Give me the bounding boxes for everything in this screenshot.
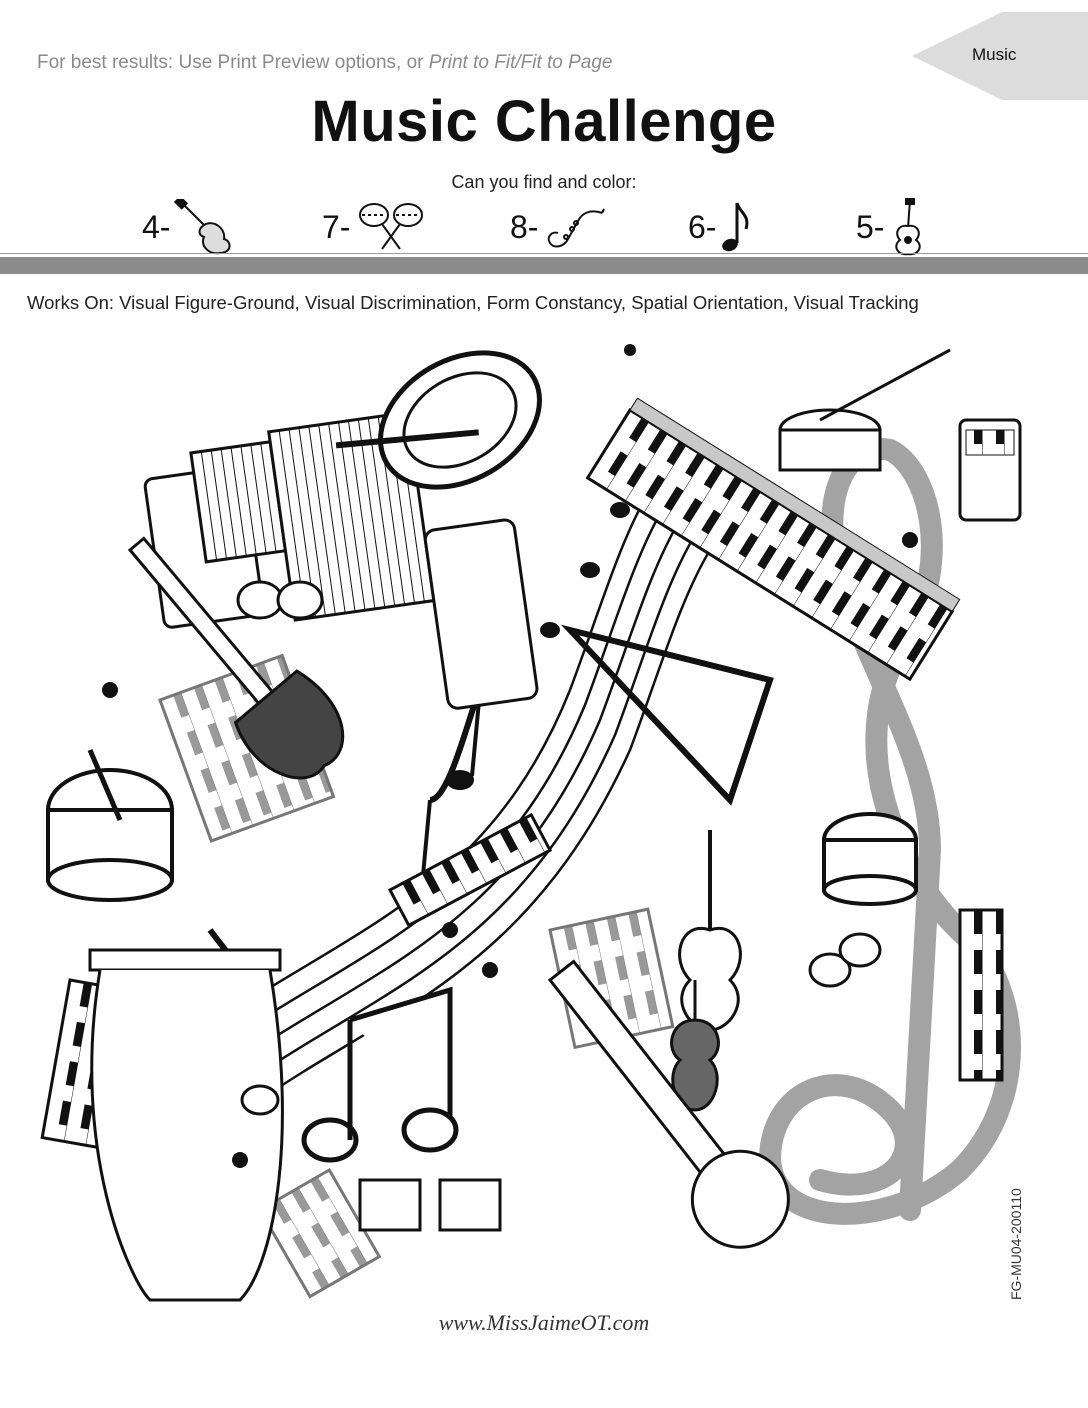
find-count: 5- — [856, 208, 885, 245]
eighth-note-icon — [722, 202, 749, 252]
print-note-text: For best results: Use Print Preview opti… — [37, 52, 429, 73]
banjo — [547, 959, 790, 1249]
saxophone-icon — [548, 208, 606, 248]
find-item-eighth-note: 6- — [688, 200, 752, 254]
find-count: 4- — [142, 208, 171, 245]
bass-drum — [335, 350, 542, 490]
find-item-maracas: 7- — [322, 200, 430, 254]
triangle-instrument — [560, 624, 774, 806]
keyboard-large — [585, 397, 961, 682]
keyboard-small — [387, 812, 553, 928]
keyboard-gray-c — [257, 1167, 382, 1299]
hands-base — [358, 1178, 502, 1232]
acoustic-guitar-icon — [895, 198, 922, 256]
find-count: 8- — [510, 208, 539, 245]
page-title: Music Challenge — [311, 89, 777, 154]
violin — [670, 980, 720, 1112]
accordion-small — [958, 418, 1022, 522]
find-count: 7- — [322, 208, 351, 245]
snare-drum-top — [778, 348, 951, 472]
large-beamed-notes — [301, 986, 459, 1163]
find-count: 6- — [688, 208, 717, 245]
keyboard-right — [958, 908, 1004, 1082]
electric-guitar-large — [127, 536, 345, 780]
electric-guitar-icon — [174, 199, 231, 255]
maracas-icon — [359, 203, 424, 250]
find-item-electric-guitar: 4- — [142, 199, 236, 255]
scattered-notes — [102, 344, 918, 1168]
instrument-collage — [40, 344, 1022, 1302]
find-item-saxophone: 8- — [510, 200, 606, 254]
conga-drum — [88, 948, 284, 1302]
snare-drum-left — [46, 749, 174, 902]
category-tag-label: Music — [972, 45, 1017, 64]
header-rule — [0, 253, 1088, 254]
scattered-maracas — [236, 580, 882, 1116]
category-tag: Music — [912, 12, 1088, 100]
tag-shape — [912, 12, 1088, 100]
website-link: www.MissJaimeOT.com — [438, 1310, 650, 1335]
header-band — [0, 257, 1088, 274]
music-staff — [219, 489, 712, 1102]
print-note-italic: Print to Fit/Fit to Page — [428, 52, 613, 73]
print-instructions: For best results: Use Print Preview opti… — [37, 52, 613, 74]
find-item-acoustic-guitar: 5- — [856, 198, 928, 256]
worksheet-code: FG-MU04-200110 — [1008, 1188, 1024, 1300]
page-subtitle: Can you find and color: — [451, 172, 637, 192]
acoustic-guitar-center — [678, 830, 742, 1032]
accordion — [143, 410, 539, 710]
works-on-text: Works On: Visual Figure-Ground, Visual D… — [27, 292, 919, 313]
snare-drum-right — [822, 812, 918, 906]
